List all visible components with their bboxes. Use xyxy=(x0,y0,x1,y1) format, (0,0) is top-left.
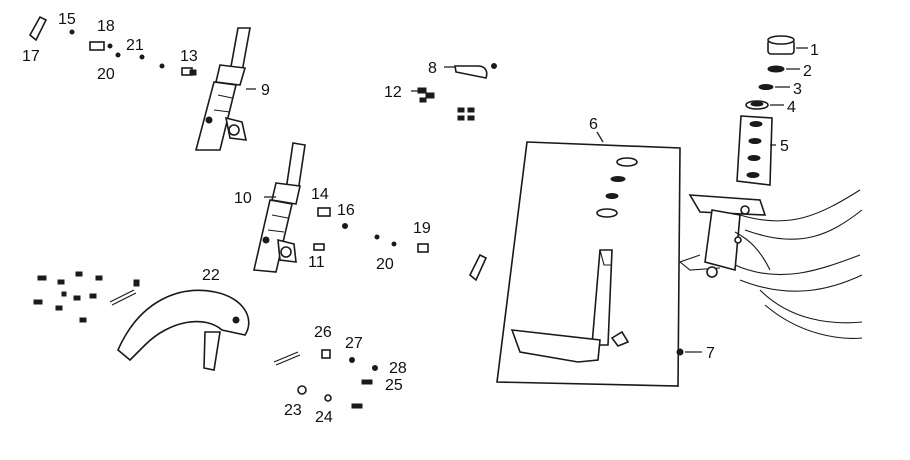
callout-15: 15 xyxy=(58,11,76,28)
callout-1: 1 xyxy=(810,42,819,59)
callout-6: 6 xyxy=(589,116,598,133)
part-8-bracket xyxy=(454,63,497,79)
fork-leg-9 xyxy=(194,27,251,151)
callout-3: 3 xyxy=(793,81,802,98)
callout-9: 9 xyxy=(261,82,270,99)
fork-leg-10 xyxy=(253,142,306,273)
callout-21: 21 xyxy=(126,37,144,54)
callout-20-upper: 20 xyxy=(97,66,115,83)
parts-15-21 xyxy=(28,15,165,69)
callout-20-lower: 20 xyxy=(376,256,394,273)
callout-28: 28 xyxy=(389,360,407,377)
steering-stem-group xyxy=(496,141,681,387)
leader-lines xyxy=(246,47,808,353)
callout-22: 22 xyxy=(202,267,220,284)
callout-26: 26 xyxy=(314,324,332,341)
callout-13: 13 xyxy=(180,48,198,65)
callout-17: 17 xyxy=(22,48,40,65)
scooter-frame xyxy=(678,189,863,339)
parts-11-14-16-19-20 xyxy=(313,207,429,253)
fender-rod xyxy=(273,351,301,366)
callout-18: 18 xyxy=(97,18,115,35)
callout-16: 16 xyxy=(337,202,355,219)
callout-5: 5 xyxy=(780,138,789,155)
callout-27: 27 xyxy=(345,335,363,352)
part-7-bolt xyxy=(676,348,684,356)
callout-24: 24 xyxy=(315,409,333,426)
callout-10: 10 xyxy=(234,190,252,207)
callout-11: 11 xyxy=(308,254,325,271)
callout-8: 8 xyxy=(428,60,437,77)
part-13-clip xyxy=(181,67,197,76)
callout-25: 25 xyxy=(385,377,403,394)
part-12-fasteners xyxy=(417,87,475,121)
callout-labels: 1 2 3 4 5 6 7 8 9 10 11 12 13 14 15 16 1… xyxy=(22,11,819,426)
callout-2: 2 xyxy=(803,63,812,80)
callout-7: 7 xyxy=(706,345,715,362)
callout-4: 4 xyxy=(787,99,796,116)
callout-23: 23 xyxy=(284,402,302,419)
callout-19: 19 xyxy=(413,220,431,237)
fender-fasteners xyxy=(33,271,103,323)
steering-bearing-stack xyxy=(736,35,795,186)
callout-12: 12 xyxy=(384,84,402,101)
callout-14: 14 xyxy=(311,186,329,203)
hardware-23-28 xyxy=(297,349,378,409)
dust-seal-sleeve xyxy=(469,253,488,282)
front-fender xyxy=(109,279,250,371)
